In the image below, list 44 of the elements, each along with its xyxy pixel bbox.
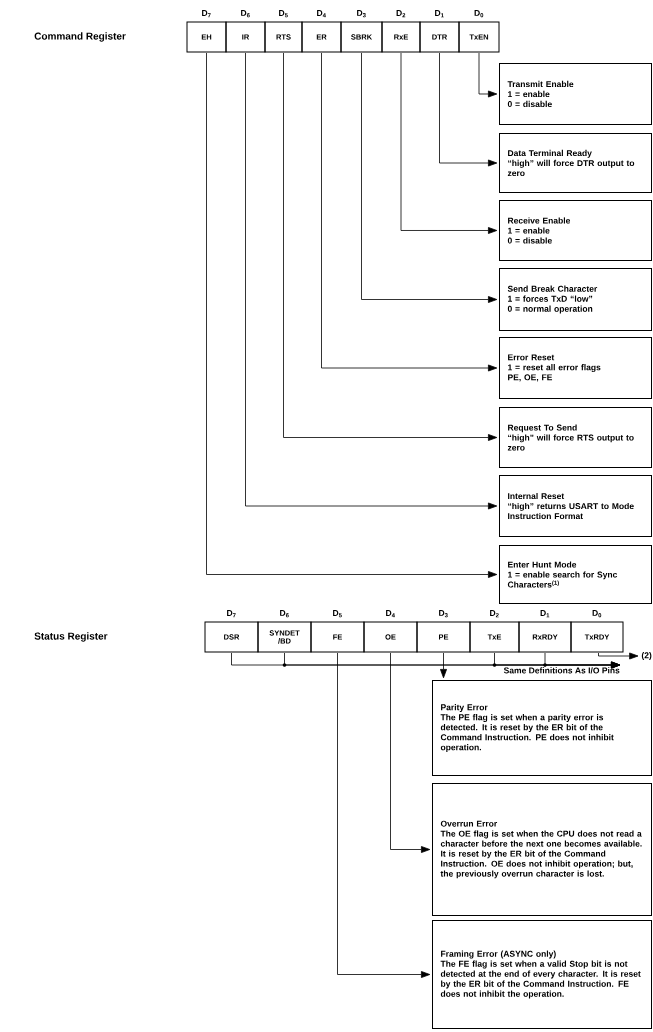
bit-label: D$_{3}$ bbox=[357, 10, 366, 18]
arrow bbox=[440, 652, 447, 679]
description-box: Enter Hunt Mode 1 = enable search for Sync Characters$^{(1)}$ bbox=[499, 545, 652, 604]
description-box: Internal Reset “high” returns USART to Mode Instruction Format bbox=[499, 475, 652, 537]
bit-label: D$_{4}$ bbox=[317, 10, 326, 18]
bit-label: D$_{6}$ bbox=[280, 610, 289, 618]
register-title: Status Register bbox=[34, 632, 108, 642]
bit-label: D$_{4}$ bbox=[386, 610, 395, 618]
bus-label: Same Definitions As I/O Pins bbox=[503, 667, 620, 674]
arrow bbox=[478, 52, 498, 98]
arrow bbox=[400, 52, 498, 234]
arrow bbox=[321, 52, 498, 372]
bit-label: D$_{2}$ bbox=[490, 610, 499, 618]
description-box: Data Terminal Ready “high” will force DTR output to zero bbox=[499, 133, 652, 193]
description-box: Request To Send “high” will force RTS output to zero bbox=[499, 407, 652, 468]
arrow bbox=[361, 52, 498, 303]
bit-label: D$_{5}$ bbox=[333, 610, 342, 618]
arrow bbox=[544, 652, 621, 669]
arrow bbox=[283, 52, 498, 441]
arrow bbox=[206, 52, 498, 578]
description-box: Error Reset 1 = reset all error flags PE, OE, FE bbox=[499, 337, 652, 399]
bit-label: D$_{2}$ bbox=[396, 10, 406, 18]
description-box: Framing Error (ASYNC only) The FE flag is set when a valid Stop bit is not detected at the end of every character. It is reset by the ER bit of the Command Instruction. FE does not inhibit the operation. bbox=[432, 920, 652, 1029]
description-box: Parity Error The PE flag is set when a parity error is detected. It is reset by the ER bit of the Command Instruction. PE does not inhibit operation. bbox=[432, 680, 652, 776]
bit-label: D$_{5}$ bbox=[279, 10, 288, 18]
arrow bbox=[598, 652, 639, 660]
description-box: Transmit Enable 1 = enable 0 = disable bbox=[499, 63, 652, 125]
register-title: Command Register bbox=[34, 32, 126, 42]
arrow bbox=[337, 652, 431, 978]
bit-label: D$_{0}$ bbox=[592, 610, 602, 618]
bit-label: D$_{0}$ bbox=[474, 10, 484, 18]
description-box: Send Break Character 1 = forces TxD “low” 0 = normal operation bbox=[499, 268, 652, 331]
bit-label: D$_{1}$ bbox=[540, 610, 550, 618]
description-box: Receive Enable 1 = enable 0 = disable bbox=[499, 200, 652, 261]
arrow bbox=[390, 652, 431, 853]
bit-label: D$_{7}$ bbox=[227, 610, 236, 618]
bit-label: D$_{7}$ bbox=[202, 10, 211, 18]
bit-label: D$_{1}$ bbox=[435, 10, 444, 18]
bit-label: D$_{6}$ bbox=[241, 10, 250, 18]
footnote-mark: (2) bbox=[641, 652, 652, 660]
arrow bbox=[439, 52, 498, 167]
arrow bbox=[245, 52, 498, 510]
description-box: Overrun Error The OE flag is set when the CPU does not read a character before the next one becomes available. It is reset by the ER bit of the Command Instruction. OE does not inhibit operation; but, the previously overrun character is lost. bbox=[432, 783, 652, 916]
bit-label: D$_{3}$ bbox=[439, 610, 448, 618]
